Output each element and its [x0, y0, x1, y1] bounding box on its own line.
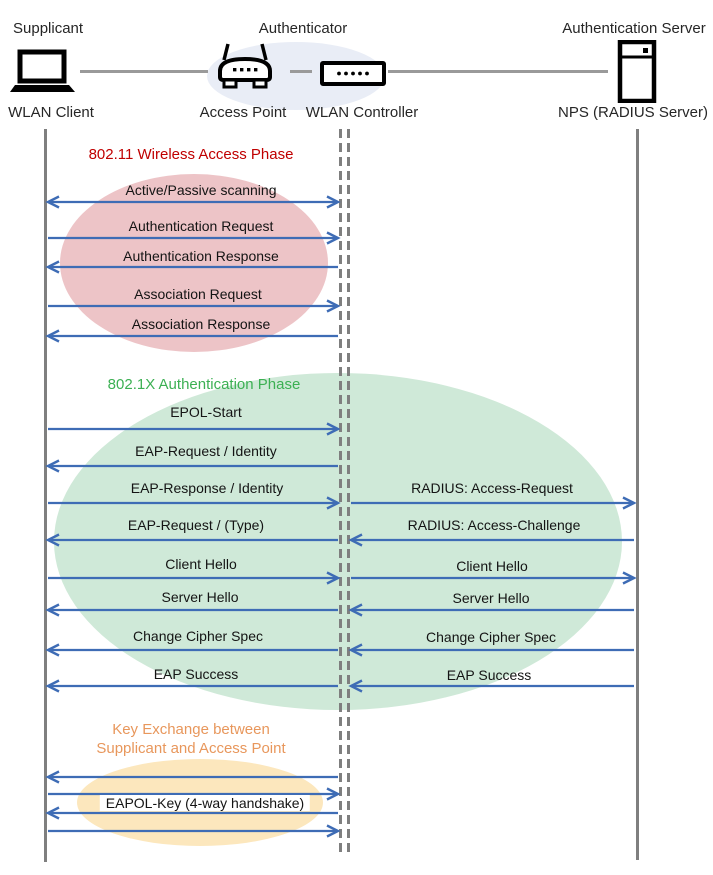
arrowhead-icon — [326, 787, 341, 801]
message-label: RADIUS: Access-Challenge — [407, 517, 581, 533]
nps-lifeline — [636, 129, 639, 860]
server-icon — [617, 40, 657, 103]
arrowhead-icon — [45, 643, 60, 657]
arrowhead-icon — [348, 533, 363, 547]
message-label: Server Hello — [161, 589, 239, 605]
message-label: Change Cipher Spec — [426, 629, 556, 645]
message-label: Active/Passive scanning — [125, 182, 277, 198]
arrowhead-icon — [45, 533, 60, 547]
message-label: EPOL-Start — [170, 404, 242, 420]
message-label: Client Hello — [165, 556, 237, 572]
device-label-wlan-client: WLAN Client — [8, 104, 94, 121]
phase-title-80211: 802.11 Wireless Access Phase — [88, 146, 294, 163]
arrowhead-icon — [326, 496, 341, 510]
device-label-nps: NPS (RADIUS Server) — [557, 104, 709, 121]
device-label-wlan-controller: WLAN Controller — [305, 104, 419, 121]
phase-title-key-exchange-line2: Supplicant and Access Point — [96, 740, 286, 757]
arrowhead-icon — [348, 603, 363, 617]
arrowhead-icon — [348, 679, 363, 693]
arrowhead-icon — [45, 806, 60, 820]
arrowhead-icon — [622, 496, 637, 510]
message-label: EAP Success — [446, 667, 532, 683]
message-label: Association Response — [131, 316, 271, 332]
message-label: EAP Success — [153, 666, 239, 682]
arrowhead-icon — [45, 459, 60, 473]
arrowhead-icon — [326, 824, 341, 838]
laptop-icon — [10, 49, 75, 92]
role-supplicant: Supplicant — [13, 20, 84, 37]
connector-line — [290, 70, 312, 73]
message-label: Client Hello — [456, 558, 528, 574]
message-label: Association Request — [134, 286, 262, 302]
message-label: Authentication Request — [128, 218, 274, 234]
arrowhead-icon — [326, 422, 341, 436]
arrowhead-icon — [45, 329, 60, 343]
arrowhead-icon — [622, 571, 637, 585]
connector-line — [80, 70, 208, 73]
arrowhead-icon — [45, 603, 60, 617]
arrowhead-icon — [45, 679, 60, 693]
authenticator-lifeline-right — [347, 129, 350, 855]
wlan-controller-icon — [320, 61, 386, 86]
message-label: RADIUS: Access-Request — [411, 480, 573, 496]
phase-title-key-exchange-line1: Key Exchange between — [112, 721, 270, 738]
arrowhead-icon — [326, 195, 341, 209]
arrowhead-icon — [45, 195, 60, 209]
message-label: EAP-Response / Identity — [130, 480, 284, 496]
arrowhead-icon — [45, 770, 60, 784]
arrowhead-icon — [326, 571, 341, 585]
arrowhead-icon — [45, 260, 60, 274]
access-point-icon — [218, 43, 272, 89]
message-label: Server Hello — [452, 590, 530, 606]
connector-line — [388, 70, 608, 73]
phase-80211-ellipse — [60, 174, 328, 352]
device-label-access-point: Access Point — [199, 104, 287, 121]
arrowhead-icon — [326, 299, 341, 313]
authenticator-lifeline-left — [339, 129, 342, 855]
message-label: Change Cipher Spec — [133, 628, 263, 644]
arrowhead-icon — [326, 231, 341, 245]
role-authenticator: Authenticator — [258, 20, 348, 37]
arrowhead-icon — [348, 643, 363, 657]
phase-title-8021x: 802.1X Authentication Phase — [107, 376, 301, 393]
wlan-client-lifeline — [44, 129, 47, 862]
message-label: EAPOL-Key (4-way handshake) — [99, 795, 311, 811]
message-label: EAP-Request / (Type) — [127, 517, 265, 533]
message-label: Authentication Response — [123, 248, 279, 264]
role-authentication-server: Authentication Server — [562, 20, 706, 37]
message-label: EAP-Request / Identity — [135, 443, 277, 459]
